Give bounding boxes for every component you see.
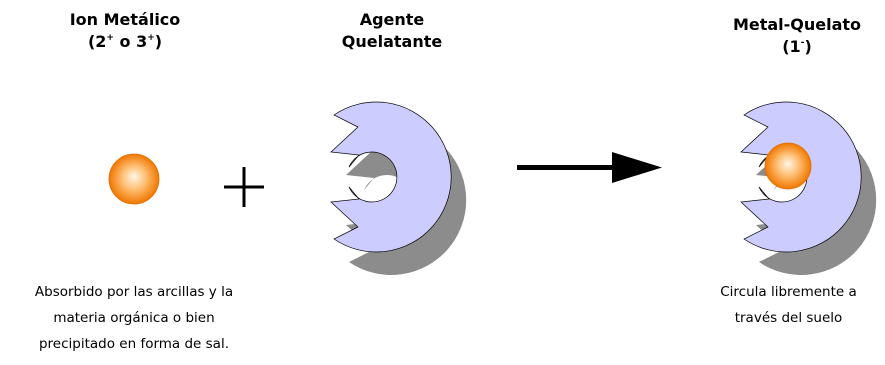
reaction-arrow xyxy=(517,152,662,183)
product-title: Metal-Quelato (1-) xyxy=(722,14,872,58)
plus-icon xyxy=(224,167,264,207)
bound-metal-ion xyxy=(764,142,812,190)
product-caption: Circula libremente a través del suelo xyxy=(696,279,881,331)
ion-caption: Absorbido por las arcillas y la materia … xyxy=(0,279,268,357)
product-caption-line1: Circula libremente a xyxy=(720,284,857,300)
ion-title: Ion Metálico (2+ o 3+) xyxy=(50,9,200,53)
chelating-agent xyxy=(330,101,467,275)
product-caption-line2: través del suelo xyxy=(734,310,843,326)
ion-caption-line2: materia orgánica o bien xyxy=(53,310,215,326)
agent-title-line1: Agente xyxy=(359,10,425,29)
ion-charge: (2+ o 3+) xyxy=(87,32,163,51)
ion-caption-line1: Absorbido por las arcillas y la xyxy=(34,284,234,300)
metal-ion xyxy=(108,153,160,205)
metal-chelate xyxy=(740,101,877,275)
ion-caption-line3: precipitado en forma de sal. xyxy=(38,336,229,352)
ion-title-line1: Ion Metálico xyxy=(69,10,181,29)
agent-title: Agente Quelatante xyxy=(312,9,472,53)
product-charge: (1-) xyxy=(782,37,812,56)
agent-title-line2: Quelatante xyxy=(341,32,443,51)
product-title-line1: Metal-Quelato xyxy=(732,15,862,34)
